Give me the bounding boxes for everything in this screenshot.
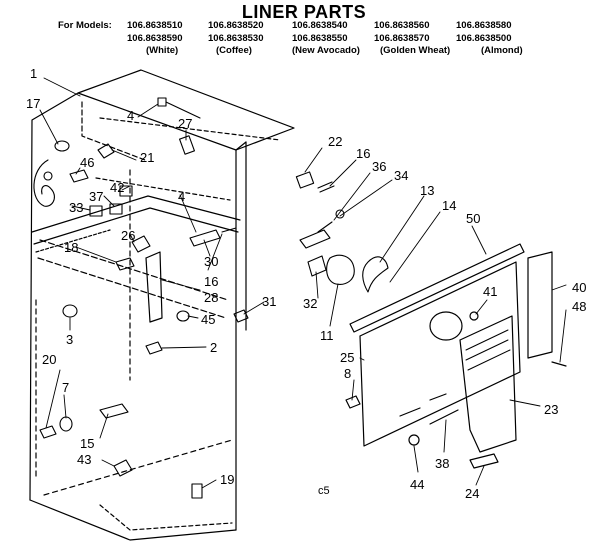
model-number: 106.8638550 — [292, 33, 348, 44]
callout-48: 48 — [572, 299, 586, 314]
callout-14: 14 — [442, 198, 456, 213]
callout-15: 15 — [80, 436, 94, 451]
callout-11: 11 — [320, 328, 334, 343]
evaporator-cover — [345, 243, 567, 469]
callout-22: 22 — [328, 134, 342, 149]
model-number: 106.8638540 — [292, 20, 348, 31]
model-number: 106.8638570 — [374, 33, 430, 44]
callout-37: 37 — [89, 189, 103, 204]
callout-50: 50 — [466, 211, 480, 226]
callout-20: 20 — [42, 352, 56, 367]
callout-44: 44 — [410, 477, 424, 492]
callout-8: 8 — [344, 366, 351, 381]
callout-24: 24 — [465, 486, 479, 501]
model-number: 106.8638530 — [208, 33, 264, 44]
callout-32: 32 — [303, 296, 317, 311]
model-color: (Almond) — [481, 45, 523, 56]
callout-19: 19 — [220, 472, 234, 487]
callout-42: 42 — [110, 180, 124, 195]
model-color: (Coffee) — [216, 45, 252, 56]
callout-21: 21 — [140, 150, 154, 165]
callout-28: 28 — [204, 290, 218, 305]
callout-17: 17 — [26, 96, 40, 111]
callout-18: 18 — [64, 240, 78, 255]
page-title: LINER PARTS — [241, 2, 367, 22]
leader-lines — [39, 77, 567, 489]
model-color: (New Avocado) — [292, 45, 360, 56]
callout-13: 13 — [420, 183, 434, 198]
model-number: 106.8638560 — [374, 20, 430, 31]
callout-1: 1 — [30, 66, 37, 81]
callout-41: 41 — [483, 284, 497, 299]
callout-34: 34 — [394, 168, 408, 183]
model-number: 106.8638510 — [127, 20, 183, 31]
callout-23: 23 — [544, 402, 558, 417]
callout-16: 16 — [204, 274, 218, 289]
callout-3: 3 — [66, 332, 73, 347]
model-number: 106.8638520 — [208, 20, 264, 31]
callout-4: 4 — [127, 108, 134, 123]
hardware-parts — [33, 97, 389, 499]
liner-cabinet — [29, 69, 295, 541]
callout-4: 4 — [178, 189, 185, 204]
model-color: (White) — [146, 45, 179, 56]
model-color: (Golden Wheat) — [380, 45, 451, 56]
callout-c5: c5 — [318, 485, 330, 497]
callout-25: 25 — [340, 350, 354, 365]
callout-7: 7 — [62, 380, 69, 395]
callout-31: 31 — [262, 294, 276, 309]
callout-45: 45 — [201, 312, 215, 327]
callout-46: 46 — [80, 155, 94, 170]
callout-33: 33 — [69, 200, 83, 215]
callout-40: 40 — [572, 280, 586, 295]
callout-43: 43 — [77, 452, 91, 467]
callout-30: 30 — [204, 254, 218, 269]
callout-27: 27 — [178, 116, 192, 131]
model-number: 106.8638580 — [456, 20, 512, 31]
callout-36: 36 — [372, 159, 386, 174]
callout-2: 2 — [210, 340, 217, 355]
models-prefix: For Models: — [58, 20, 112, 31]
model-number: 106.8638500 — [456, 33, 512, 44]
callout-38: 38 — [435, 456, 449, 471]
callout-labels: 1 17 4 27 22 16 36 34 13 14 50 46 21 42 … — [26, 66, 586, 501]
callout-26: 26 — [121, 228, 135, 243]
model-number: 106.8638590 — [127, 33, 183, 44]
callout-16: 16 — [356, 146, 370, 161]
